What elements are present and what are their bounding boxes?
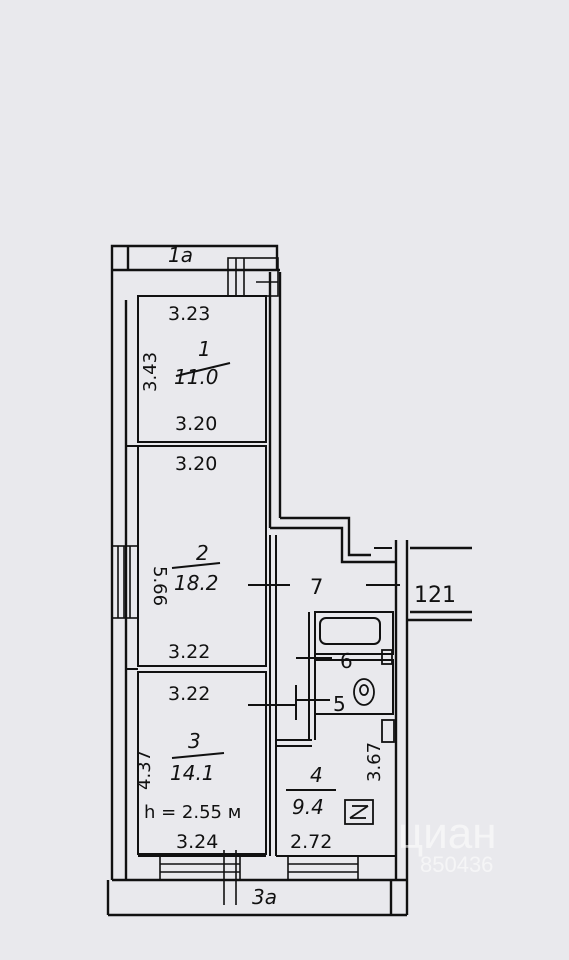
room1-number: 1 — [198, 337, 211, 361]
room4-depth-dim: 3.67 — [364, 742, 385, 782]
room3-number: 3 — [188, 729, 201, 753]
room1-area: 11.0 — [174, 365, 219, 389]
room4-number: 4 — [310, 763, 323, 787]
room2-number: 2 — [196, 541, 209, 565]
stove-icon — [344, 799, 374, 825]
balcony-top-label: 1a — [168, 243, 193, 267]
labels: 1a 3.23 3.43 1 11.0 3.20 3.20 5.66 2 18.… — [134, 243, 456, 909]
watermark-id: 850436 — [420, 852, 493, 877]
interior-walls — [126, 295, 396, 857]
room4-area: 9.4 — [292, 795, 324, 819]
room2-area: 18.2 — [174, 571, 219, 595]
ceiling-height: h = 2.55 м — [144, 802, 241, 823]
balcony-bottom-label: 3a — [252, 885, 277, 909]
room5-number: 5 — [333, 692, 346, 716]
room1-width-dim: 3.23 — [168, 303, 210, 325]
watermark-brand: циан — [398, 809, 497, 858]
room2-bottom-dim: 3.22 — [168, 641, 210, 663]
room2-top-dim: 3.20 — [175, 453, 217, 475]
toilet-icon — [353, 678, 375, 706]
room3-depth-dim: 4.37 — [134, 750, 155, 790]
room3-area: 14.1 — [170, 761, 215, 785]
bathroom-fixtures — [344, 649, 395, 825]
windows — [111, 257, 359, 905]
sink-icon — [381, 649, 393, 665]
room3-top-dim: 3.22 — [168, 683, 210, 705]
door-marks — [171, 362, 400, 791]
room7-number: 7 — [310, 575, 323, 599]
room4-width-dim: 2.72 — [290, 831, 332, 853]
room1-depth-dim: 3.43 — [140, 352, 161, 392]
watermark: циан 850436 — [398, 809, 497, 877]
room1-bottom-dim: 3.20 — [175, 413, 217, 435]
room2-depth-dim: 5.66 — [149, 566, 170, 606]
valve-icon — [381, 719, 395, 743]
room6-number: 6 — [340, 649, 353, 673]
room3-bottom-dim: 3.24 — [176, 831, 218, 853]
corridor-label: 121 — [414, 583, 456, 608]
